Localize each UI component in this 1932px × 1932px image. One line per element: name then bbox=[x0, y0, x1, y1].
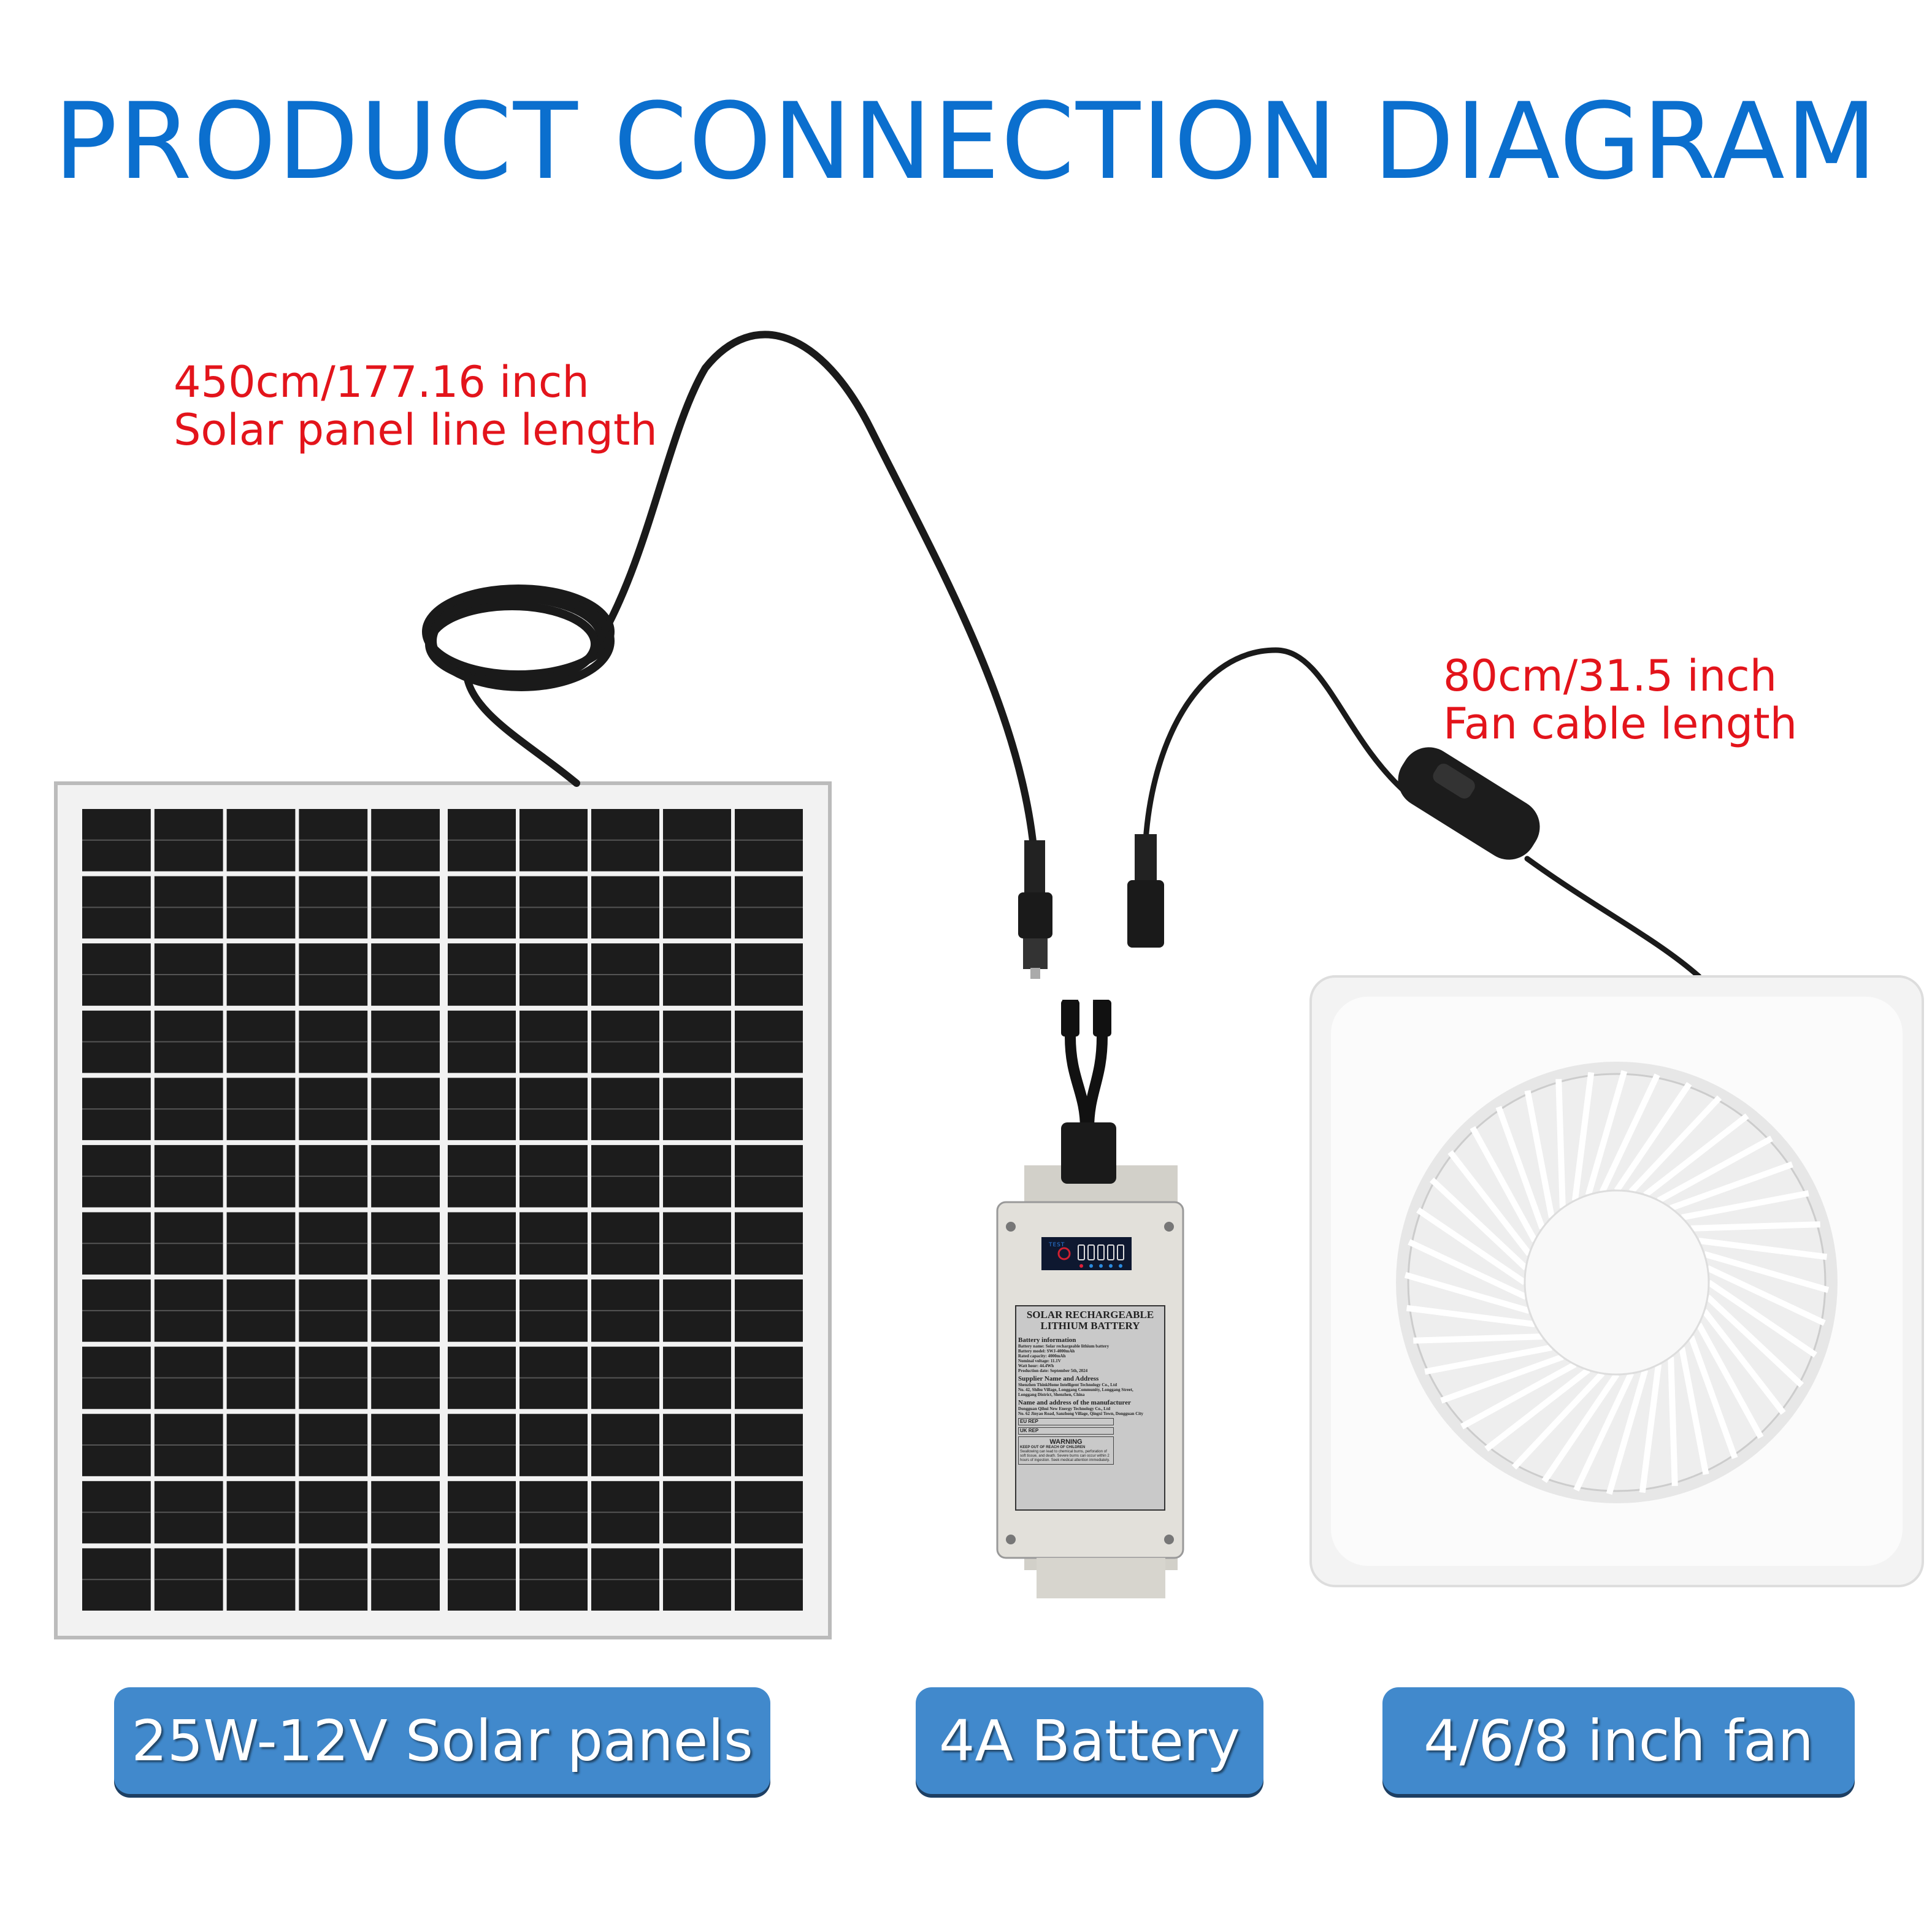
fan-blade bbox=[1447, 1150, 1532, 1256]
fan-blade bbox=[1470, 1126, 1538, 1243]
fan-blade bbox=[1688, 1335, 1738, 1459]
solar-panel bbox=[54, 781, 832, 1639]
fan-blade bbox=[1614, 1082, 1692, 1192]
fan-blade bbox=[1600, 1073, 1660, 1193]
fan-cable-annotation: 80cm/31.5 inch Fan cable length bbox=[1443, 652, 1797, 748]
fan-blade bbox=[1416, 1207, 1527, 1286]
fan-blade bbox=[1408, 1239, 1527, 1300]
fan-blade bbox=[1707, 1279, 1817, 1358]
fan-blade bbox=[1484, 1367, 1590, 1452]
indicator-led bbox=[1099, 1264, 1103, 1268]
fan-blade bbox=[1703, 1251, 1830, 1294]
supplier-title: Supplier Name and Address bbox=[1018, 1375, 1099, 1382]
fan-blade bbox=[1696, 1322, 1764, 1439]
indicator-led bbox=[1089, 1264, 1093, 1268]
fan-blade bbox=[1701, 1309, 1786, 1415]
fan-blade bbox=[1429, 1177, 1528, 1271]
indicator-led bbox=[1109, 1264, 1113, 1268]
fan-blade bbox=[1679, 1347, 1709, 1475]
battery-info-title: Battery information bbox=[1018, 1336, 1076, 1344]
battery-level-icon bbox=[1087, 1244, 1095, 1260]
battery-label: 4A Battery bbox=[916, 1687, 1263, 1794]
battery-info-line: Watt hour: 44.4Wh bbox=[1018, 1363, 1054, 1368]
warning-text: Swallowing can lead to chemical burns, p… bbox=[1020, 1450, 1110, 1462]
manufacturer-line: Dongguan Qihui New Energy Technology Co.… bbox=[1018, 1406, 1111, 1411]
fan-blade bbox=[1628, 1095, 1722, 1194]
fan-blade bbox=[1495, 1106, 1546, 1230]
battery-info-line: Battery model: SWJ-4000mAh bbox=[1018, 1349, 1075, 1354]
fan-blade bbox=[1606, 1369, 1649, 1495]
uk-rep-badge: UK REP bbox=[1018, 1427, 1114, 1435]
fan-blade bbox=[1573, 1372, 1634, 1492]
battery-level-icon bbox=[1078, 1244, 1085, 1260]
fan-blade bbox=[1406, 1305, 1535, 1328]
fan-blade bbox=[1657, 1135, 1773, 1203]
battery-level-icon bbox=[1117, 1244, 1124, 1260]
fan-blade bbox=[1691, 1221, 1820, 1232]
fan-blade bbox=[1585, 1070, 1628, 1196]
indicator-led bbox=[1119, 1264, 1122, 1268]
supplier-line: Shenzhen ThinkHome Intelligent Technolog… bbox=[1018, 1382, 1117, 1387]
supplier-line: Longgang District, Shenzhen, China bbox=[1018, 1392, 1085, 1397]
exhaust-fan bbox=[1309, 975, 1924, 1587]
indicator-led bbox=[1079, 1264, 1083, 1268]
fan-blade bbox=[1643, 1113, 1749, 1198]
fan-blade bbox=[1705, 1294, 1804, 1388]
fan-blade bbox=[1669, 1161, 1793, 1211]
fan-blade bbox=[1639, 1364, 1662, 1493]
solar-cable bbox=[422, 331, 1037, 850]
fan-blade bbox=[1555, 1079, 1566, 1208]
battery-label-heading: SOLAR RECHARGEABLE LITHIUM BATTERY bbox=[1026, 1309, 1154, 1332]
fan-blade bbox=[1404, 1271, 1530, 1314]
fan-blade bbox=[1681, 1190, 1809, 1221]
solar-cable-annotation: 450cm/177.16 inch Solar panel line lengt… bbox=[174, 358, 657, 454]
fan-blade bbox=[1698, 1237, 1828, 1260]
fan-blade bbox=[1440, 1354, 1564, 1404]
solar-cable-caption: Solar panel line length bbox=[174, 405, 657, 455]
fan-blade bbox=[1571, 1071, 1595, 1201]
solar-cells bbox=[82, 809, 803, 1611]
battery-info-line: Production date: September 5th, 2024 bbox=[1018, 1368, 1088, 1373]
fan-switch-icon bbox=[1398, 747, 1540, 860]
solar-plug-icon bbox=[1018, 840, 1052, 979]
page-title: PRODUCT CONNECTION DIAGRAM bbox=[53, 80, 1879, 203]
manufacturer-line: No. 62 Jinyao Road, Sanzhong Village, Qi… bbox=[1018, 1411, 1144, 1416]
fan-label: 4/6/8 inch fan bbox=[1382, 1687, 1855, 1794]
battery-level-icon bbox=[1107, 1244, 1114, 1260]
solar-cable-length: 450cm/177.16 inch bbox=[174, 357, 589, 407]
fan-plug-icon bbox=[1127, 834, 1164, 948]
battery-test-label: TEST bbox=[1049, 1242, 1065, 1248]
battery-info-line: Battery name: Solar rechargeable lithium… bbox=[1018, 1344, 1110, 1349]
fan-blade bbox=[1541, 1373, 1620, 1483]
fan-blade bbox=[1706, 1265, 1826, 1326]
fan-blade bbox=[1668, 1357, 1678, 1486]
battery-info-label: SOLAR RECHARGEABLE LITHIUM BATTERY Batte… bbox=[1015, 1305, 1165, 1511]
fan-cable-length: 80cm/31.5 inch bbox=[1443, 651, 1777, 701]
fan-blade bbox=[1511, 1371, 1605, 1470]
supplier-line: No. 42, Shihu Village, Longgang Communit… bbox=[1018, 1387, 1133, 1392]
battery-info-line: Rated capacity: 4000mAh bbox=[1018, 1354, 1066, 1359]
fan-blade bbox=[1460, 1362, 1577, 1430]
fan-cable-caption: Fan cable length bbox=[1443, 699, 1798, 749]
fan-blade bbox=[1524, 1090, 1555, 1218]
battery-level-icon bbox=[1097, 1244, 1105, 1260]
warning-subtitle: KEEP OUT OF REACH OF CHILDREN bbox=[1020, 1446, 1086, 1449]
battery-info-line: Nominal voltage: 11.1V bbox=[1018, 1359, 1061, 1363]
warning-title: WARNING bbox=[1049, 1438, 1083, 1446]
warning-box: WARNING KEEP OUT OF REACH OF CHILDREN Sw… bbox=[1018, 1436, 1114, 1465]
fan-blade bbox=[1413, 1333, 1543, 1344]
solar-panel-label: 25W-12V Solar panels bbox=[114, 1687, 770, 1794]
fan-blade bbox=[1424, 1344, 1552, 1375]
manufacturer-title: Name and address of the manufacturer bbox=[1018, 1399, 1131, 1406]
fan-cable bbox=[1143, 647, 1702, 979]
eu-rep-badge: EU REP bbox=[1018, 1418, 1114, 1425]
